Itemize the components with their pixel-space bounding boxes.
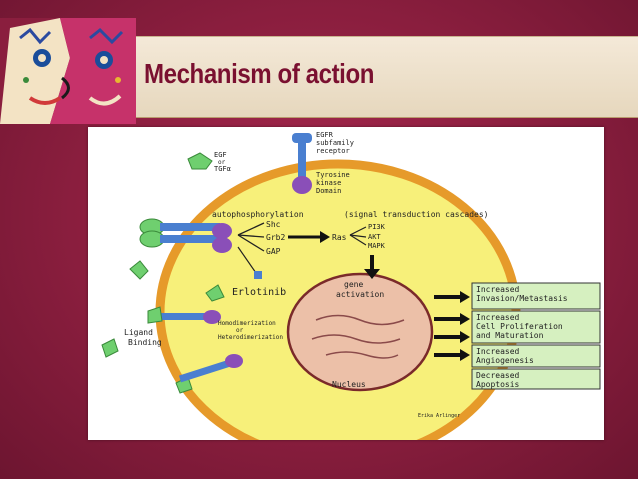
arrow-grb2 — [237, 234, 265, 238]
outcome-box-1 — [471, 282, 601, 310]
ligand-free-4 — [205, 284, 225, 302]
arrow-to-nucleus-head — [364, 269, 380, 279]
label-shc: Shc — [266, 220, 281, 229]
slide-title: Mechanism of action — [144, 58, 374, 89]
kinase-low-2 — [225, 354, 243, 368]
label-heterodimer: Heterodimerization — [218, 334, 283, 341]
outcome-arrows — [434, 291, 470, 361]
receptor-dimer-b — [160, 235, 220, 243]
ligand-free-2 — [101, 338, 119, 358]
label-binding: Binding — [128, 338, 162, 347]
label-mapk: MAPK — [368, 242, 386, 250]
label-gene: gene — [344, 280, 363, 289]
label-egf: EGF — [214, 151, 227, 159]
label-signature: Erika Arlinger — [418, 413, 460, 419]
label-kinase: kinase — [316, 179, 341, 187]
outcome-3-line-2: Angiogenesis — [476, 356, 534, 365]
label-ligand: Ligand — [124, 328, 153, 337]
label-nucleus: Nucleus — [332, 380, 366, 389]
label-autophos: autophosphorylation — [212, 210, 304, 219]
label-pi3k: PI3K — [368, 223, 386, 231]
outcome-3-line-1: Increased — [476, 347, 520, 356]
dna-strand-1 — [315, 314, 405, 326]
label-receptor: receptor — [316, 147, 350, 155]
kinase-domain-top — [292, 176, 312, 194]
label-homodimer: Homodimerization — [218, 320, 276, 327]
logo-face-icon — [0, 18, 136, 124]
outcome-4-line-2: Apoptosis — [476, 380, 520, 389]
label-subfamily: subfamily — [316, 139, 354, 147]
receptor-dimer-a — [160, 223, 220, 231]
arrow-ras-head — [320, 231, 330, 243]
nucleus — [286, 272, 434, 392]
label-domain: Domain — [316, 187, 341, 195]
arrow-akt — [349, 234, 367, 238]
label-grb2: Grb2 — [266, 233, 285, 242]
receptor-stalk-top — [298, 141, 306, 181]
diagram-panel: EGFR subfamily receptor EGF or TGFα Tyro… — [88, 127, 604, 440]
bound-ligand-3 — [147, 306, 163, 324]
label-or: or — [218, 159, 226, 166]
egfr-mechanism-diagram: EGFR subfamily receptor EGF or TGFα Tyro… — [101, 131, 601, 440]
arrow-gap — [237, 234, 265, 252]
label-akt: AKT — [368, 233, 381, 241]
dna-strand-3 — [325, 351, 399, 359]
label-egfr: EGFR — [316, 131, 334, 139]
label-gap: GAP — [266, 247, 281, 256]
label-activation: activation — [336, 290, 384, 299]
arrow-shc — [237, 222, 265, 236]
kinase-dimer-a — [212, 223, 232, 239]
arrow-mapk — [349, 234, 367, 246]
outcome-box-2 — [471, 310, 601, 344]
outcome-2-line-1: Increased — [476, 313, 520, 322]
label-or2: or — [236, 327, 244, 334]
receptor-low-1 — [158, 313, 212, 320]
receptor-head-top — [292, 133, 312, 143]
receptor-low-2 — [178, 359, 232, 383]
outcome-text-group: IncreasedInvasion/MetastasisIncreasedCel… — [476, 285, 568, 389]
label-signal: (signal transduction cascades) — [344, 210, 489, 219]
erlotinib-line — [237, 246, 257, 274]
outcome-4-line-1: Decreased — [476, 371, 520, 380]
outcome-box-3 — [471, 344, 601, 368]
label-ras: Ras — [332, 233, 347, 242]
label-tyrosine: Tyrosine — [316, 171, 350, 179]
dna-strand-2 — [311, 334, 401, 344]
label-tgfa: TGFα — [214, 165, 231, 173]
outcome-2-line-3: and Maturation — [476, 331, 544, 340]
erlotinib-block — [254, 271, 262, 279]
egf-ligand — [187, 152, 213, 170]
label-erlotinib: Erlotinib — [232, 287, 286, 298]
arrow-pi3k — [349, 226, 367, 236]
outcome-1-line-1: Increased — [476, 285, 520, 294]
outcome-2-line-2: Cell Proliferation — [476, 322, 563, 331]
kinase-low-1 — [203, 310, 221, 324]
ligand-free-1 — [129, 260, 149, 280]
kinase-dimer-b — [212, 237, 232, 253]
outcome-1-line-2: Invasion/Metastasis — [476, 294, 568, 303]
outcome-box-4 — [471, 368, 601, 390]
